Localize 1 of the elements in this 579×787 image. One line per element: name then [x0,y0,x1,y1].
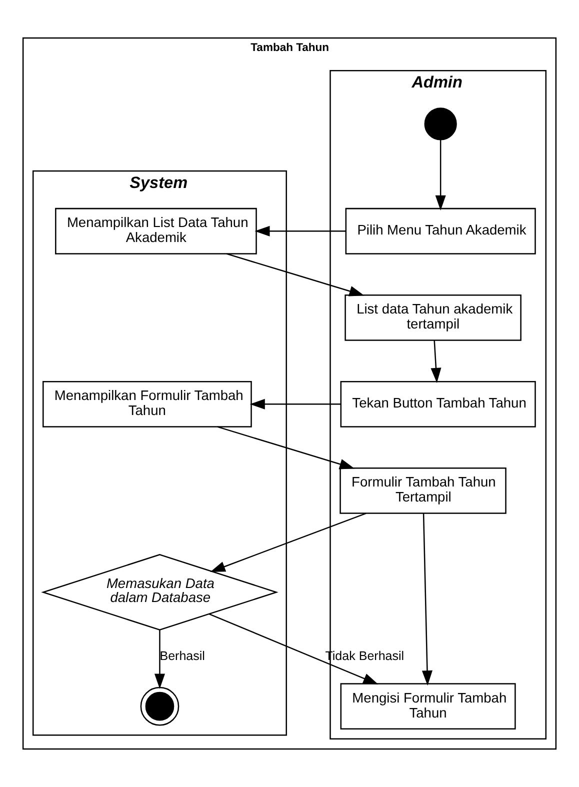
edge-label: Berhasil [160,648,205,663]
